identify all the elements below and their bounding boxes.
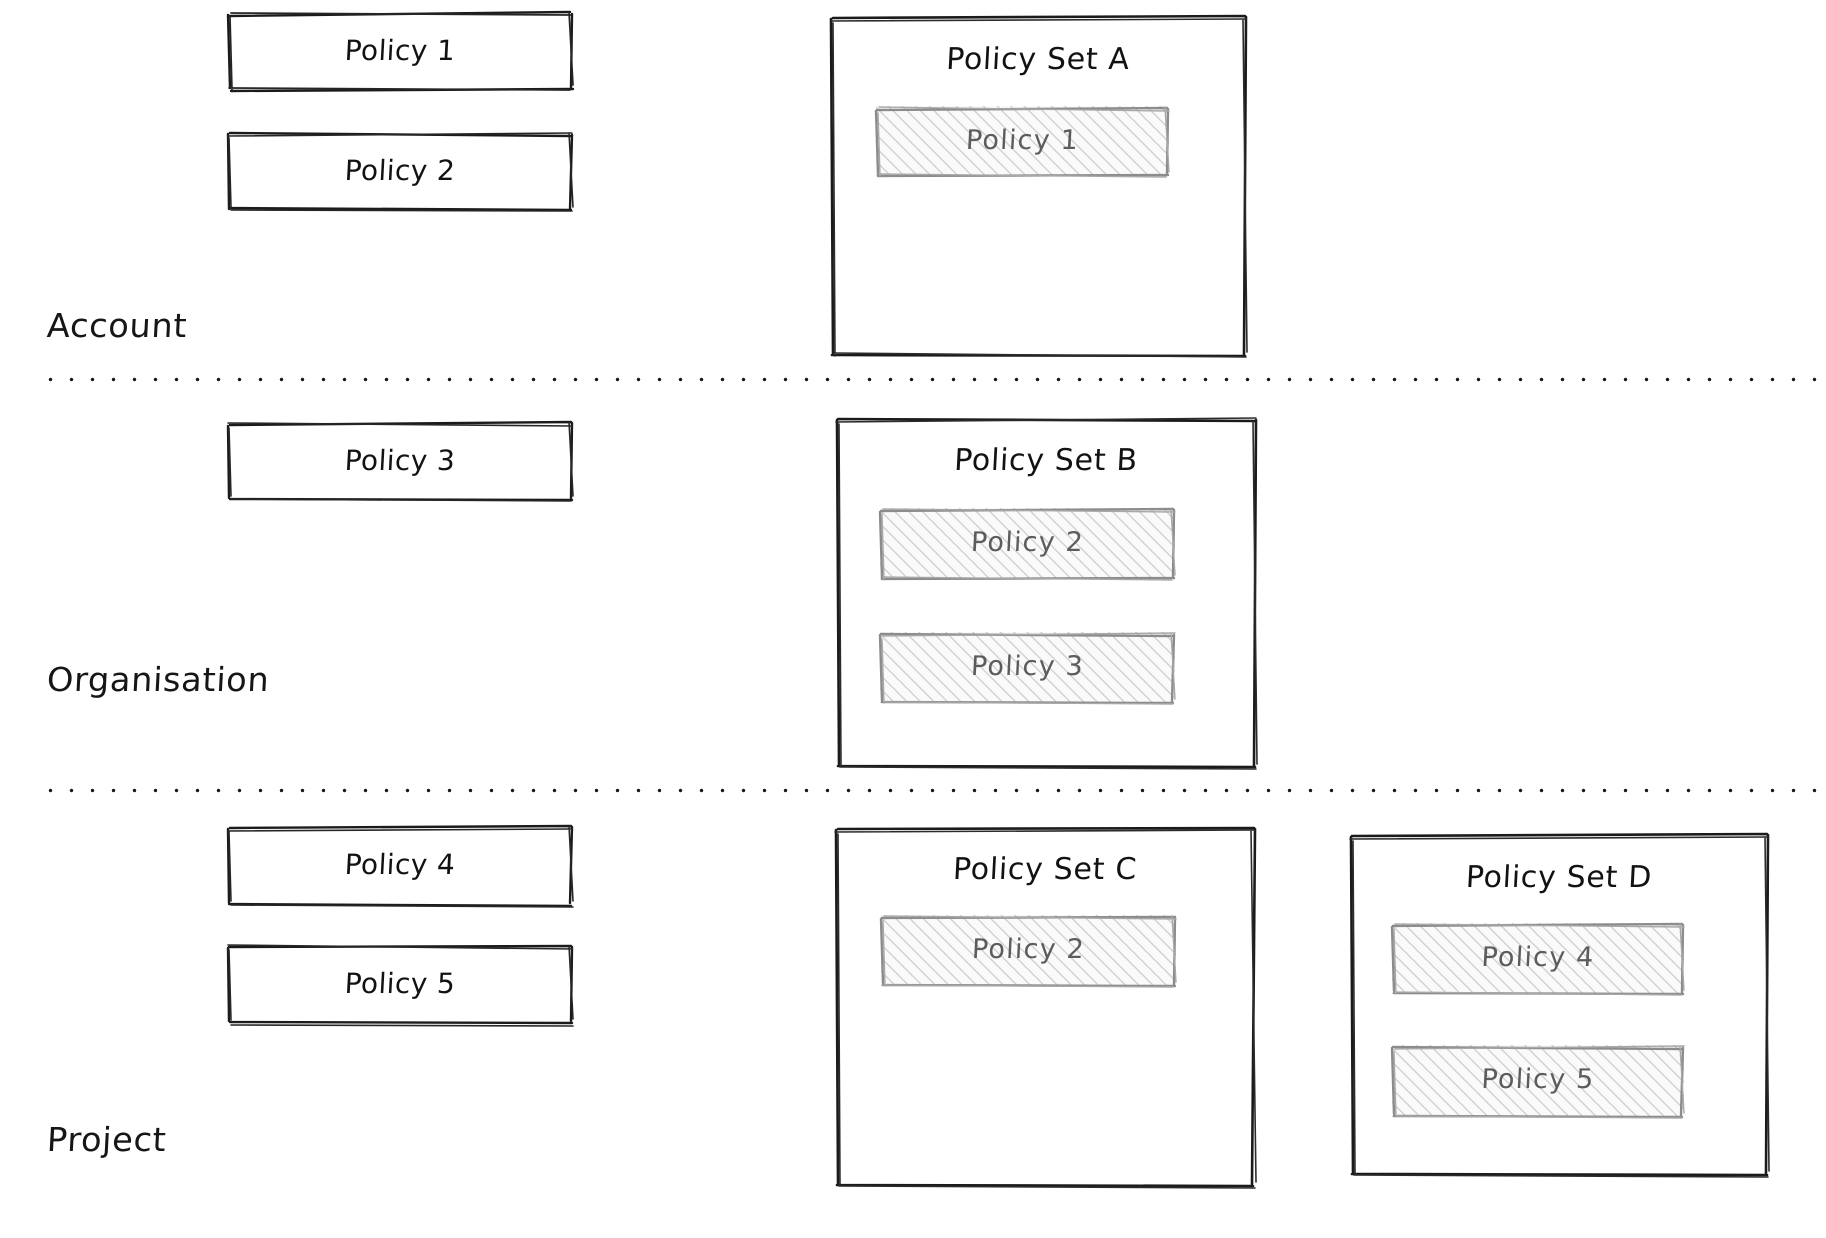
policy-chip-policy-1[interactable]: Policy 1 xyxy=(874,105,1170,178)
divider-organisation-project xyxy=(40,788,1822,793)
policy-set-title: Policy Set B xyxy=(953,443,1139,478)
tier-label-organisation: Organisation xyxy=(46,660,271,699)
policy-set-b[interactable]: Policy Set B Policy 2 Policy 3 xyxy=(834,416,1258,770)
policy-card-label: Policy 4 xyxy=(343,848,457,881)
divider-account-organisation xyxy=(40,377,1822,382)
tier-label-project: Project xyxy=(46,1120,168,1159)
policy-card-policy-5[interactable]: Policy 5 xyxy=(226,943,574,1027)
policy-set-c[interactable]: Policy Set C Policy 2 xyxy=(833,826,1257,1190)
policy-chip-label: Policy 1 xyxy=(965,125,1080,156)
policy-set-d[interactable]: Policy Set D Policy 4 Policy 5 xyxy=(1348,832,1770,1178)
policy-chip-label: Policy 2 xyxy=(970,527,1085,558)
policy-card-policy-1[interactable]: Policy 1 xyxy=(226,10,575,93)
policy-card-label: Policy 3 xyxy=(343,444,457,477)
policy-set-title: Policy Set D xyxy=(1465,860,1653,895)
tier-label-account: Account xyxy=(46,306,189,345)
policy-chip-policy-3[interactable]: Policy 3 xyxy=(878,631,1176,705)
policy-chip-policy-2[interactable]: Policy 2 xyxy=(878,507,1176,581)
policy-chip-policy-4[interactable]: Policy 4 xyxy=(1390,922,1685,996)
policy-card-policy-2[interactable]: Policy 2 xyxy=(226,130,574,212)
policy-card-label: Policy 1 xyxy=(343,34,457,67)
policy-set-title: Policy Set A xyxy=(945,42,1131,77)
policy-chip-label: Policy 4 xyxy=(1480,942,1596,973)
policy-chip-label: Policy 5 xyxy=(1480,1064,1596,1095)
policy-card-label: Policy 5 xyxy=(343,967,457,1000)
policy-chip-policy-5[interactable]: Policy 5 xyxy=(1390,1044,1685,1119)
policy-card-policy-3[interactable]: Policy 3 xyxy=(226,420,574,502)
policy-card-label: Policy 2 xyxy=(343,154,457,187)
policy-set-title: Policy Set C xyxy=(952,852,1138,887)
policy-set-a[interactable]: Policy Set A Policy 1 xyxy=(828,14,1248,358)
policy-chip-label: Policy 2 xyxy=(971,934,1086,965)
policy-chip-policy-2[interactable]: Policy 2 xyxy=(879,914,1177,988)
policy-card-policy-4[interactable]: Policy 4 xyxy=(226,824,574,908)
policy-chip-label: Policy 3 xyxy=(970,651,1085,682)
